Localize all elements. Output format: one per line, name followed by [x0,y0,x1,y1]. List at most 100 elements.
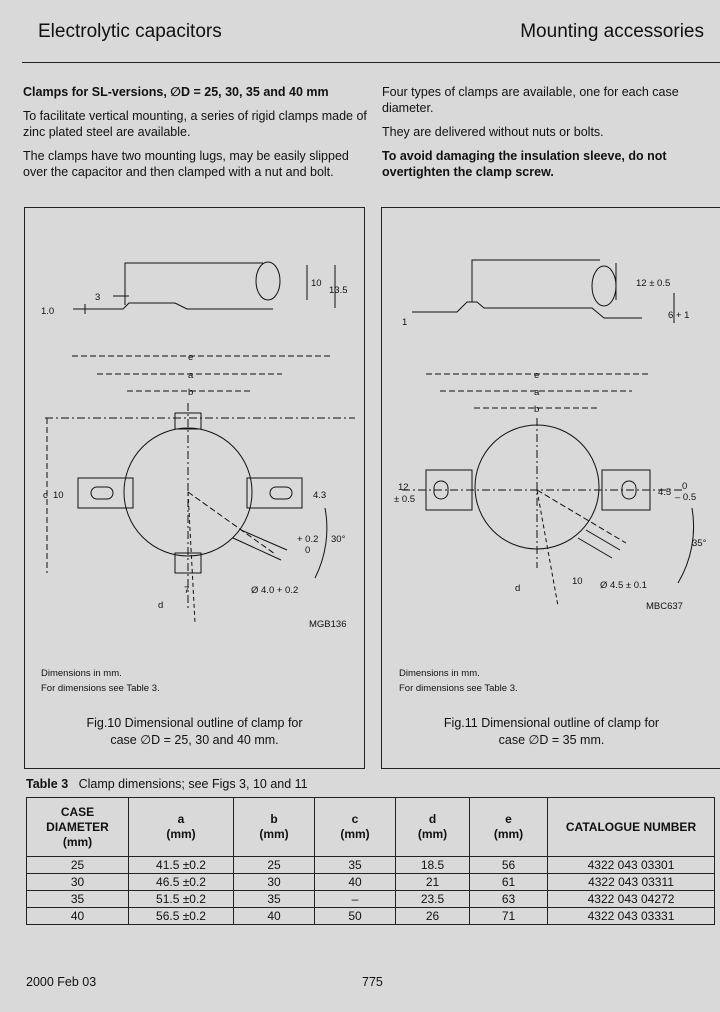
table-cell: 18.5 [395,856,470,874]
table-description: Clamp dimensions; see Figs 3, 10 and 11 [78,777,308,791]
table-title: Table 3 Clamp dimensions; see Figs 3, 10… [26,777,308,791]
table-cell: 61 [469,873,548,891]
table-cell: 4322 043 03311 [547,873,715,891]
table-cell: 30 [233,873,315,891]
table-cell: 46.5 ±0.2 [128,873,234,891]
header-b: b(mm) [233,797,315,857]
clamp-side-profile [412,301,642,319]
note-line: For dimensions see Table 3. [41,683,160,694]
table-cell: 35 [314,856,396,874]
section-heading: Clamps for SL-versions, ∅D = 25, 30, 35 … [23,85,329,99]
figure-10-frame: 1.0 3 10 13.5 e a b c 10 4.3 + 0.2 0 30°… [24,207,365,769]
caption-line: Fig.11 Dimensional outline of clamp for [443,716,660,730]
dim-label: 10 [53,490,64,501]
figure-note: Dimensions in mm. For dimensions see Tab… [41,666,160,696]
header-c: c(mm) [314,797,396,857]
caption-line: case ∅D = 25, 30 and 40 mm. [110,733,279,747]
right-mounting-lug [246,477,303,509]
clamp-top-tab [174,412,202,430]
clamp-side-lug [255,261,281,301]
dim-label: + 0.2 [297,534,318,545]
table-cell: 40 [26,907,129,925]
dim-label: Ø 4.5 ± 0.1 [600,580,647,591]
table-cell: 71 [469,907,548,925]
left-text-column: Clamps for SL-versions, ∅D = 25, 30, 35 … [23,84,368,188]
caption-line: Fig.10 Dimensional outline of clamp for [86,716,303,730]
figure-code: MGB136 [309,619,347,630]
angle-line [536,489,627,544]
dim-label: 0 [305,545,310,556]
table-row: 25 41.5 ±0.2 25 35 18.5 56 4322 043 0330… [26,856,715,874]
table-cell: 23.5 [395,890,470,908]
table-cell: 35 [26,890,129,908]
header-e: e(mm) [469,797,548,857]
clamp-screw-flange [240,529,288,551]
header-left-title: Electrolytic capacitors [38,21,222,42]
left-mounting-lug [77,477,134,509]
figure-code: MBC637 [646,601,683,612]
clamp-side-band [124,262,263,305]
dim-label: – 0.5 [675,492,696,503]
note-line: Dimensions in mm. [399,668,480,679]
dim-label: 12 ± 0.5 [636,278,670,289]
note-line: For dimensions see Table 3. [399,683,518,694]
dim-label: Ø 4.0 + 0.2 [251,585,298,596]
dim-label: e [188,352,193,363]
table-cell: 4322 043 04272 [547,890,715,908]
dim-label: 12 [398,482,409,493]
dim-label: 1 [402,317,407,328]
dim-label: b [534,404,539,415]
table-cell: 25 [233,856,315,874]
header-right-title: Mounting accessories [520,21,704,42]
page-number: 775 [362,975,383,989]
left-lug-slot [90,486,114,500]
dim-label: c [43,490,48,501]
dim-label: 1.0 [41,306,54,317]
table-row: 35 51.5 ±0.2 35 – 23.5 63 4322 043 04272 [26,890,715,908]
table-cell: 40 [314,873,396,891]
header-rule [22,62,720,63]
table-cell: 40 [233,907,315,925]
dim-label: b [188,387,193,398]
clamp-bottom-tab [174,552,202,574]
dim-label: 4.5 [658,487,671,498]
clamp-side-profile [73,302,273,310]
table-cell: 25 [26,856,129,874]
table-cell: 21 [395,873,470,891]
dim-label: d [158,600,163,611]
header-a: a(mm) [128,797,234,857]
clamp-side-lug [591,265,617,307]
angle-arc [677,507,695,584]
dim-label: 10 [572,576,583,587]
table-cell: 56 [469,856,548,874]
dim-label: a [534,387,540,398]
paragraph: Four types of clamps are available, one … [382,85,679,115]
warning-paragraph: To avoid damaging the insulation sleeve,… [382,149,667,179]
table-cell: 4322 043 03331 [547,907,715,925]
figure-11-drawing: 12 ± 0.5 1 6 + 1 e a b 12 ± 0.5 4.5 0 – … [394,259,707,612]
table-cell: 41.5 ±0.2 [128,856,234,874]
clamp-band-outline [123,427,253,557]
table-cell: 51.5 ±0.2 [128,890,234,908]
clamp-side-band [471,259,600,302]
table-cell: 30 [26,873,129,891]
header-d: d(mm) [395,797,470,857]
figure-note: Dimensions in mm. For dimensions see Tab… [399,666,518,696]
dim-label: d [515,583,520,594]
dim-label: 6 + 1 [668,310,689,321]
note-line: Dimensions in mm. [41,668,122,679]
left-mounting-lug [425,469,473,511]
dim-line-d [536,489,559,607]
dim-label: 13.5 [329,285,348,296]
dim-label: ± 0.5 [394,494,415,505]
dim-label: 7 [184,585,189,596]
table-cell: 50 [314,907,396,925]
figure-11-caption: Fig.11 Dimensional outline of clamp for … [382,715,720,749]
paragraph: They are delivered without nuts or bolts… [382,125,604,139]
table-row: 40 56.5 ±0.2 40 50 26 71 4322 043 03331 [26,907,715,925]
figure-11-frame: 12 ± 0.5 1 6 + 1 e a b 12 ± 0.5 4.5 0 – … [381,207,720,769]
table-row: 30 46.5 ±0.2 30 40 21 61 4322 043 03311 [26,873,715,891]
table-cell: – [314,890,396,908]
